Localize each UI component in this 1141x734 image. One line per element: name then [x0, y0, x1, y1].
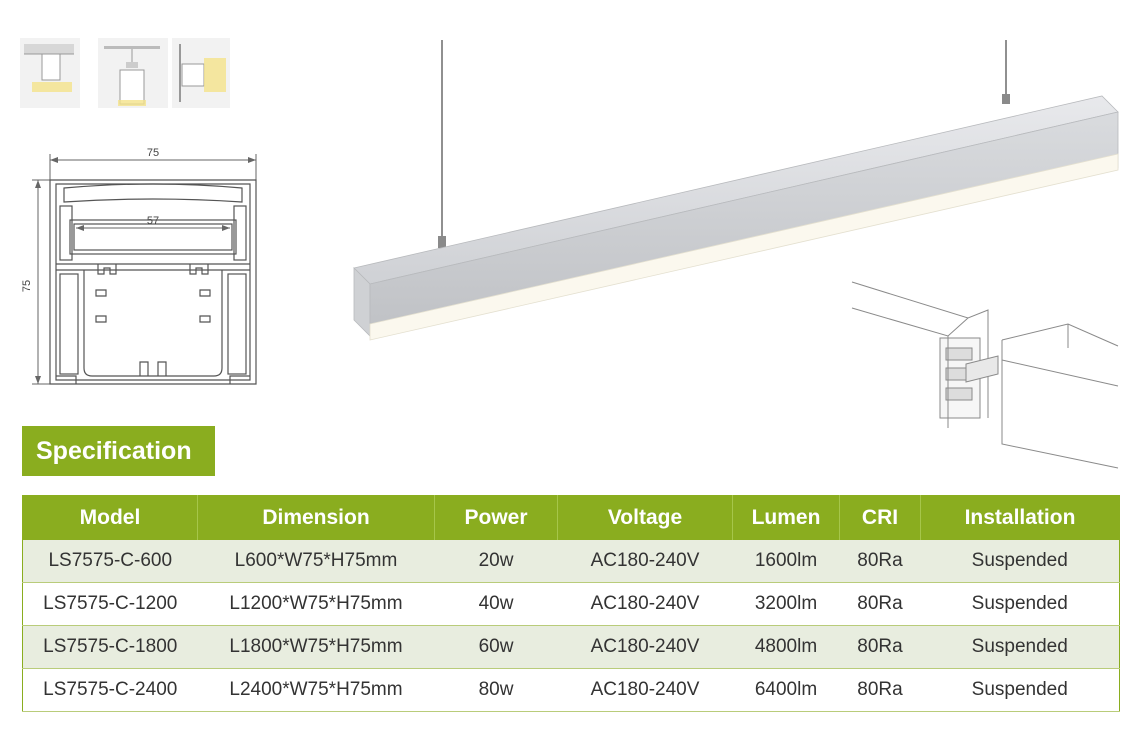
cell-power: 20w: [434, 540, 558, 583]
specification-heading: Specification: [22, 426, 215, 476]
cell-model: LS7575-C-2400: [22, 668, 198, 712]
inner-width-dimension-label: 57: [147, 215, 159, 227]
cell-installation: Suspended: [920, 582, 1120, 626]
cell-cri: 80Ra: [839, 582, 921, 626]
recessed-mount-icon: [20, 38, 80, 108]
cell-dimension: L1200*W75*H75mm: [197, 582, 435, 626]
column-header-cri: CRI: [839, 495, 921, 540]
product-image-linear-light: [353, 40, 1119, 341]
cell-power: 40w: [434, 582, 558, 626]
cell-model: LS7575-C-1200: [22, 582, 198, 626]
cell-cri: 80Ra: [839, 540, 921, 583]
cell-lumen: 4800lm: [732, 625, 840, 669]
column-header-installation: Installation: [920, 495, 1120, 540]
column-header-dimension: Dimension: [197, 495, 435, 540]
cell-voltage: AC180-240V: [557, 582, 733, 626]
profile-outline: [49, 179, 257, 385]
cell-cri: 80Ra: [839, 625, 921, 669]
table-row: LS7575-C-1200 L1200*W75*H75mm 40w AC180-…: [22, 582, 1120, 626]
cell-power: 60w: [434, 625, 558, 669]
wall-mount-icon: [172, 38, 230, 108]
cell-voltage: AC180-240V: [557, 625, 733, 669]
cell-dimension: L2400*W75*H75mm: [197, 668, 435, 712]
cell-model: LS7575-C-1800: [22, 625, 198, 669]
cell-installation: Suspended: [920, 540, 1120, 583]
column-header-lumen: Lumen: [732, 495, 840, 540]
cell-installation: Suspended: [920, 625, 1120, 669]
width-dimension-label: 75: [147, 147, 159, 159]
table-header-row: Model Dimension Power Voltage Lumen CRI …: [22, 495, 1120, 540]
cell-lumen: 6400lm: [732, 668, 840, 712]
table-row: LS7575-C-600 L600*W75*H75mm 20w AC180-24…: [22, 540, 1120, 583]
mounting-type-icons: [20, 38, 230, 108]
cell-lumen: 1600lm: [732, 540, 840, 583]
column-header-voltage: Voltage: [557, 495, 733, 540]
connector-detail-image: [851, 281, 1119, 469]
cell-power: 80w: [434, 668, 558, 712]
suspended-mount-icon: [98, 38, 168, 108]
table-row: LS7575-C-2400 L2400*W75*H75mm 80w AC180-…: [22, 668, 1120, 712]
cell-lumen: 3200lm: [732, 582, 840, 626]
cell-voltage: AC180-240V: [557, 540, 733, 583]
column-header-power: Power: [434, 495, 558, 540]
cell-dimension: L600*W75*H75mm: [197, 540, 435, 583]
table-row: LS7575-C-1800 L1800*W75*H75mm 60w AC180-…: [22, 625, 1120, 669]
cell-voltage: AC180-240V: [557, 668, 733, 712]
column-header-model: Model: [22, 495, 198, 540]
cell-model: LS7575-C-600: [22, 540, 198, 583]
specification-table: Model Dimension Power Voltage Lumen CRI …: [22, 495, 1120, 712]
profile-cross-section-drawing: 75 75 57: [21, 147, 257, 385]
cell-installation: Suspended: [920, 668, 1120, 712]
cell-dimension: L1800*W75*H75mm: [197, 625, 435, 669]
height-dimension-label: 75: [21, 280, 33, 292]
cell-cri: 80Ra: [839, 668, 921, 712]
